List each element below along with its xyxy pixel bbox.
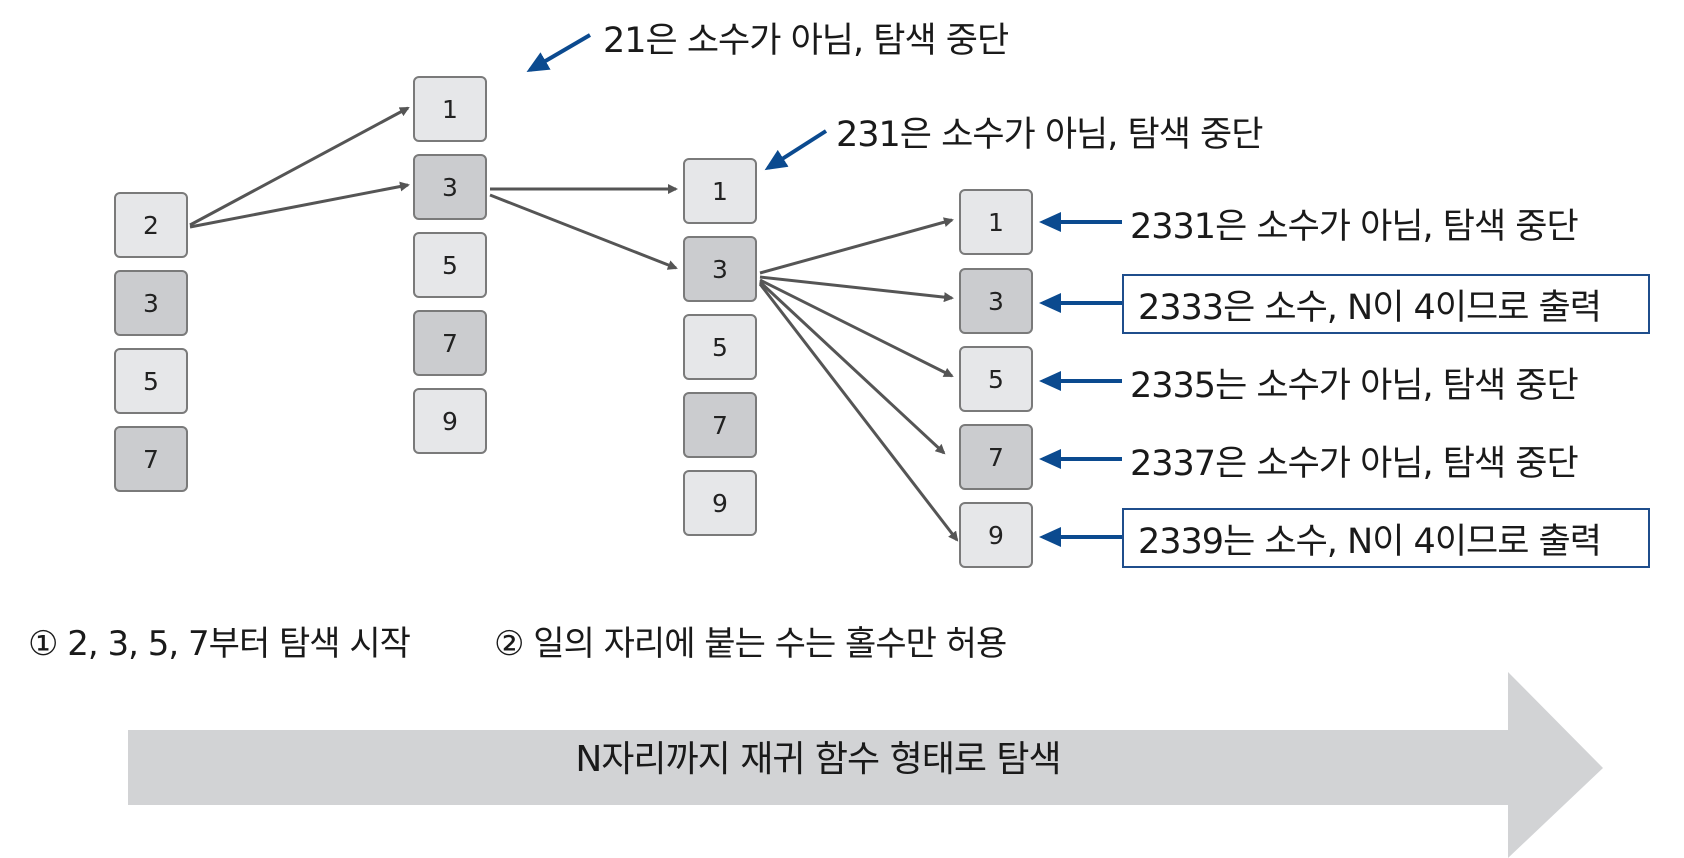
digit-cell: 7 [959,424,1033,490]
digit-cell: 7 [114,426,188,492]
digit-cell: 9 [959,502,1033,568]
band-label: N자리까지 재귀 함수 형태로 탐색 [575,739,1061,780]
annotation-2331: 2331은 소수가 아님, 탐색 중단 [1130,207,1579,247]
annotation-21: 21은 소수가 아님, 탐색 중단 [603,21,1009,61]
digit-cell: 5 [959,346,1033,412]
digit-cell: 7 [683,392,757,458]
edge-23-to-3 [489,193,678,270]
edge-233-to-3 [759,275,954,303]
step-note-1: ① 2, 3, 5, 7부터 탐색 시작 [28,624,411,664]
digit-cell: 5 [683,314,757,380]
pointer-21 [526,33,592,73]
digit-cell: 3 [114,270,188,336]
edge-233-to-9 [758,283,959,542]
digit-cell: 1 [959,189,1033,255]
digit-cell: 1 [413,76,487,142]
edge-2-to-1 [189,106,410,227]
digit-cell: 3 [683,236,757,302]
annotation-2339-output: 2339는 소수, N이 4이므로 출력 [1122,508,1650,568]
digit-cell: 9 [413,388,487,454]
digit-cell: 9 [683,470,757,536]
edge-233-to-1 [759,217,954,275]
digit-cell: 5 [413,232,487,298]
pointer-231 [764,129,828,171]
annotation-2335: 2335는 소수가 아님, 탐색 중단 [1130,366,1579,406]
annotation-2333-output: 2333은 소수, N이 4이므로 출력 [1122,274,1650,334]
digit-cell: 3 [413,154,487,220]
digit-cell: 5 [114,348,188,414]
annotation-231: 231은 소수가 아님, 탐색 중단 [836,115,1263,155]
edge-2-to-3 [189,181,410,229]
digit-cell: 3 [959,268,1033,334]
edge-233-to-5 [759,278,954,378]
annotation-2337: 2337은 소수가 아님, 탐색 중단 [1130,444,1579,484]
step-note-2: ② 일의 자리에 붙는 수는 홀수만 허용 [494,624,1007,664]
band-arrow-shape [128,672,1603,858]
digit-cell: 2 [114,192,188,258]
digit-cell: 1 [683,158,757,224]
edge-233-to-7 [758,280,946,455]
digit-cell: 7 [413,310,487,376]
